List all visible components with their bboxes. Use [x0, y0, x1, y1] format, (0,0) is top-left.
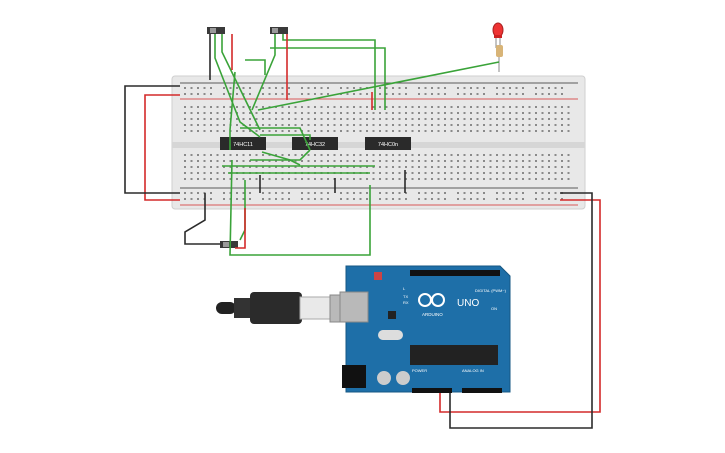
- slide-switch-b[interactable]: [270, 27, 288, 34]
- resistor[interactable]: [496, 45, 503, 72]
- black-wires[interactable]: [124, 34, 593, 429]
- crystal: [378, 330, 403, 340]
- analog-header: [462, 388, 502, 393]
- chip-74hc0n-label: 74HC0n: [378, 142, 398, 148]
- reset-button[interactable]: [374, 272, 382, 280]
- slide-switch-c[interactable]: [220, 241, 238, 248]
- digital-header: [410, 270, 500, 276]
- atmega-chip: [410, 345, 498, 365]
- analog-label: ANALOG IN: [462, 368, 484, 373]
- breadboard-holes: [184, 87, 570, 200]
- usb-port: [339, 291, 369, 323]
- chip-74hc11[interactable]: 74HC11: [220, 137, 266, 150]
- rx-label: RX: [403, 300, 409, 305]
- uno-label: UNO: [457, 298, 479, 309]
- chip-74hc32-label: 74HC32: [305, 142, 325, 148]
- chip-74hc0n[interactable]: 74HC0n: [365, 137, 411, 150]
- l-label: L: [403, 286, 406, 291]
- arduino-logo: [418, 293, 445, 307]
- arduino-label: ARDUINO: [422, 312, 443, 317]
- power-label: POWER: [412, 368, 427, 373]
- arduino-uno-board[interactable]: UNO ARDUINO DIGITAL (PWM~) POWER ANALOG …: [339, 265, 511, 393]
- power-header: [412, 388, 452, 393]
- chip-74hc11-label: 74HC11: [233, 142, 253, 148]
- capacitor-1: [377, 371, 391, 385]
- green-wires[interactable]: [214, 34, 500, 256]
- digital-label: DIGITAL (PWM~): [475, 288, 507, 293]
- on-label: ON: [491, 306, 497, 311]
- red-wires[interactable]: [144, 34, 601, 413]
- slide-switch-a[interactable]: [207, 27, 225, 34]
- tx-label: TX: [403, 294, 408, 299]
- small-ic: [388, 311, 396, 319]
- red-led[interactable]: [492, 22, 504, 48]
- chip-74hc32[interactable]: 74HC32: [292, 137, 338, 150]
- power-jack: [342, 365, 366, 388]
- capacitor-2: [396, 371, 410, 385]
